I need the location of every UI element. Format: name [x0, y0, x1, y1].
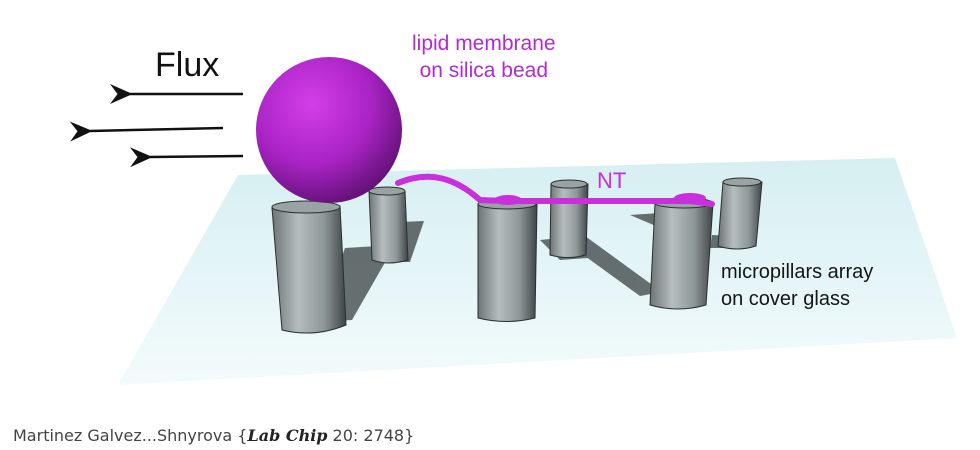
citation-caption: Martinez Galvez...Shnyrova {Lab Chip 20:…	[13, 426, 414, 445]
micropillar	[649, 197, 714, 310]
membrane-label-line1: lipid membrane	[412, 32, 556, 55]
silica-bead	[256, 57, 402, 203]
membrane-label-line2: on silica bead	[419, 59, 548, 82]
caption-journal: Lab Chip	[247, 426, 328, 445]
micropillars-label-line1: micropillars array	[721, 261, 874, 283]
diagram-illustration	[69, 57, 957, 385]
caption-authors: Martinez Galvez...Shnyrova {	[13, 426, 248, 445]
micropillars-label-line2: on cover glass	[721, 288, 850, 310]
flux-arrows	[69, 84, 244, 168]
micropillar	[368, 186, 409, 264]
caption-citation: 20: 2748}	[327, 426, 415, 445]
micropillars-label: micropillars array on cover glass	[721, 259, 873, 313]
membrane-nanotube	[395, 173, 715, 207]
micropillar	[477, 198, 538, 322]
membrane-label: lipid membrane on silica bead	[412, 30, 556, 84]
micropillar	[271, 200, 347, 334]
micropillar	[549, 179, 589, 258]
diagram-figure: Flux lipid membrane on silica bead NT mi…	[69, 30, 957, 385]
nanotube-label: NT	[597, 168, 627, 193]
micropillar	[717, 177, 763, 250]
flux-label: Flux	[155, 46, 220, 84]
